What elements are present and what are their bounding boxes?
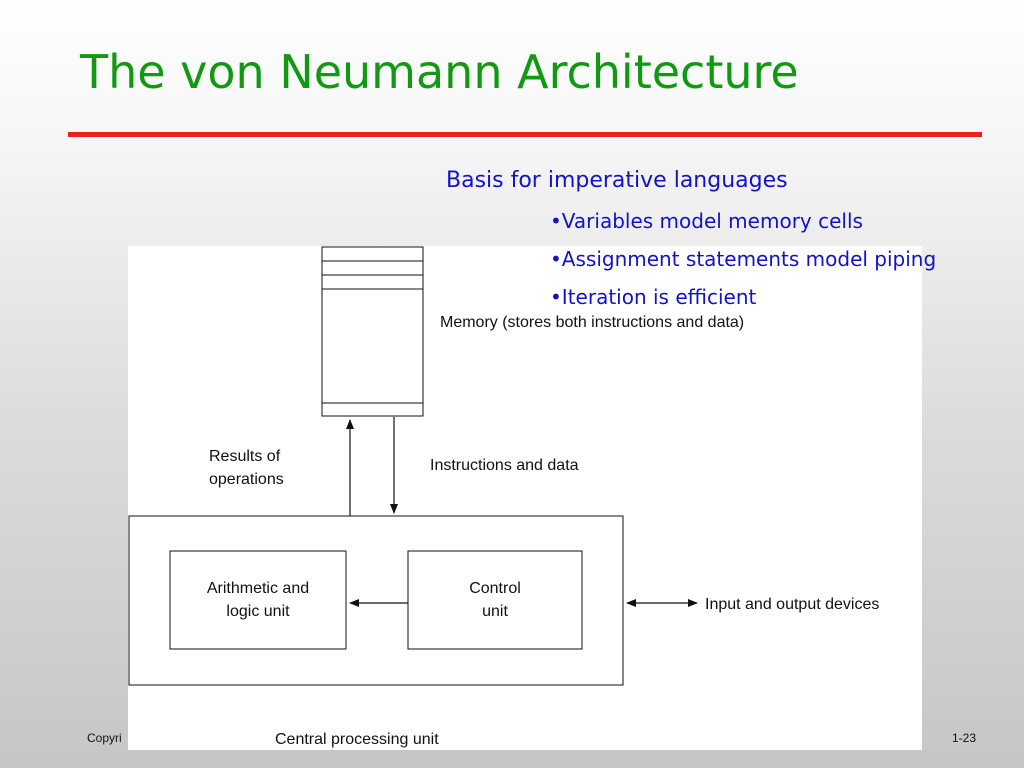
- results-label-line2: operations: [209, 471, 284, 488]
- bullet-item: •Variables model memory cells: [550, 207, 863, 235]
- memory-label: Memory (stores both instructions and dat…: [440, 314, 745, 331]
- cpu-box: [128, 515, 624, 686]
- io-label: Input and output devices: [705, 596, 880, 613]
- cpu-label: Central processing unit: [275, 731, 439, 748]
- bullet-marker: •: [550, 285, 562, 309]
- alu-label-line1: Arithmetic and: [206, 580, 310, 597]
- page-number: 1-23: [952, 731, 977, 745]
- alu-box: [169, 550, 347, 650]
- footer-copyright: Copyri: [87, 731, 122, 745]
- memory-block: [321, 246, 424, 417]
- title-rule: [68, 132, 982, 137]
- bullet-marker: •: [550, 247, 562, 271]
- bullet-marker: •: [550, 209, 562, 233]
- bullet-item: •Assignment statements model piping: [550, 245, 936, 273]
- control-label-line1: Control: [469, 580, 521, 597]
- bullet-text: Assignment statements model piping: [561, 247, 937, 271]
- slide-title: The von Neumann Architecture: [80, 45, 799, 99]
- bullet-list: Basis for imperative languages •Variable…: [446, 166, 1024, 314]
- control-label-line2: unit: [482, 603, 508, 620]
- bullet-item: •Iteration is efficient: [550, 283, 756, 311]
- von-neumann-diagram: Memory (stores both instructions and dat…: [128, 246, 922, 750]
- bullet-text: Variables model memory cells: [561, 209, 863, 233]
- results-label-line1: Results of: [209, 448, 281, 465]
- bullet-text: Iteration is efficient: [561, 285, 757, 309]
- diagram-lines: [128, 246, 698, 686]
- control-unit-box: [407, 550, 583, 650]
- alu-label-line2: logic unit: [226, 603, 290, 620]
- memory-box: [321, 246, 424, 417]
- bullet-heading: Basis for imperative languages: [446, 168, 788, 193]
- instructions-label: Instructions and data: [430, 457, 579, 474]
